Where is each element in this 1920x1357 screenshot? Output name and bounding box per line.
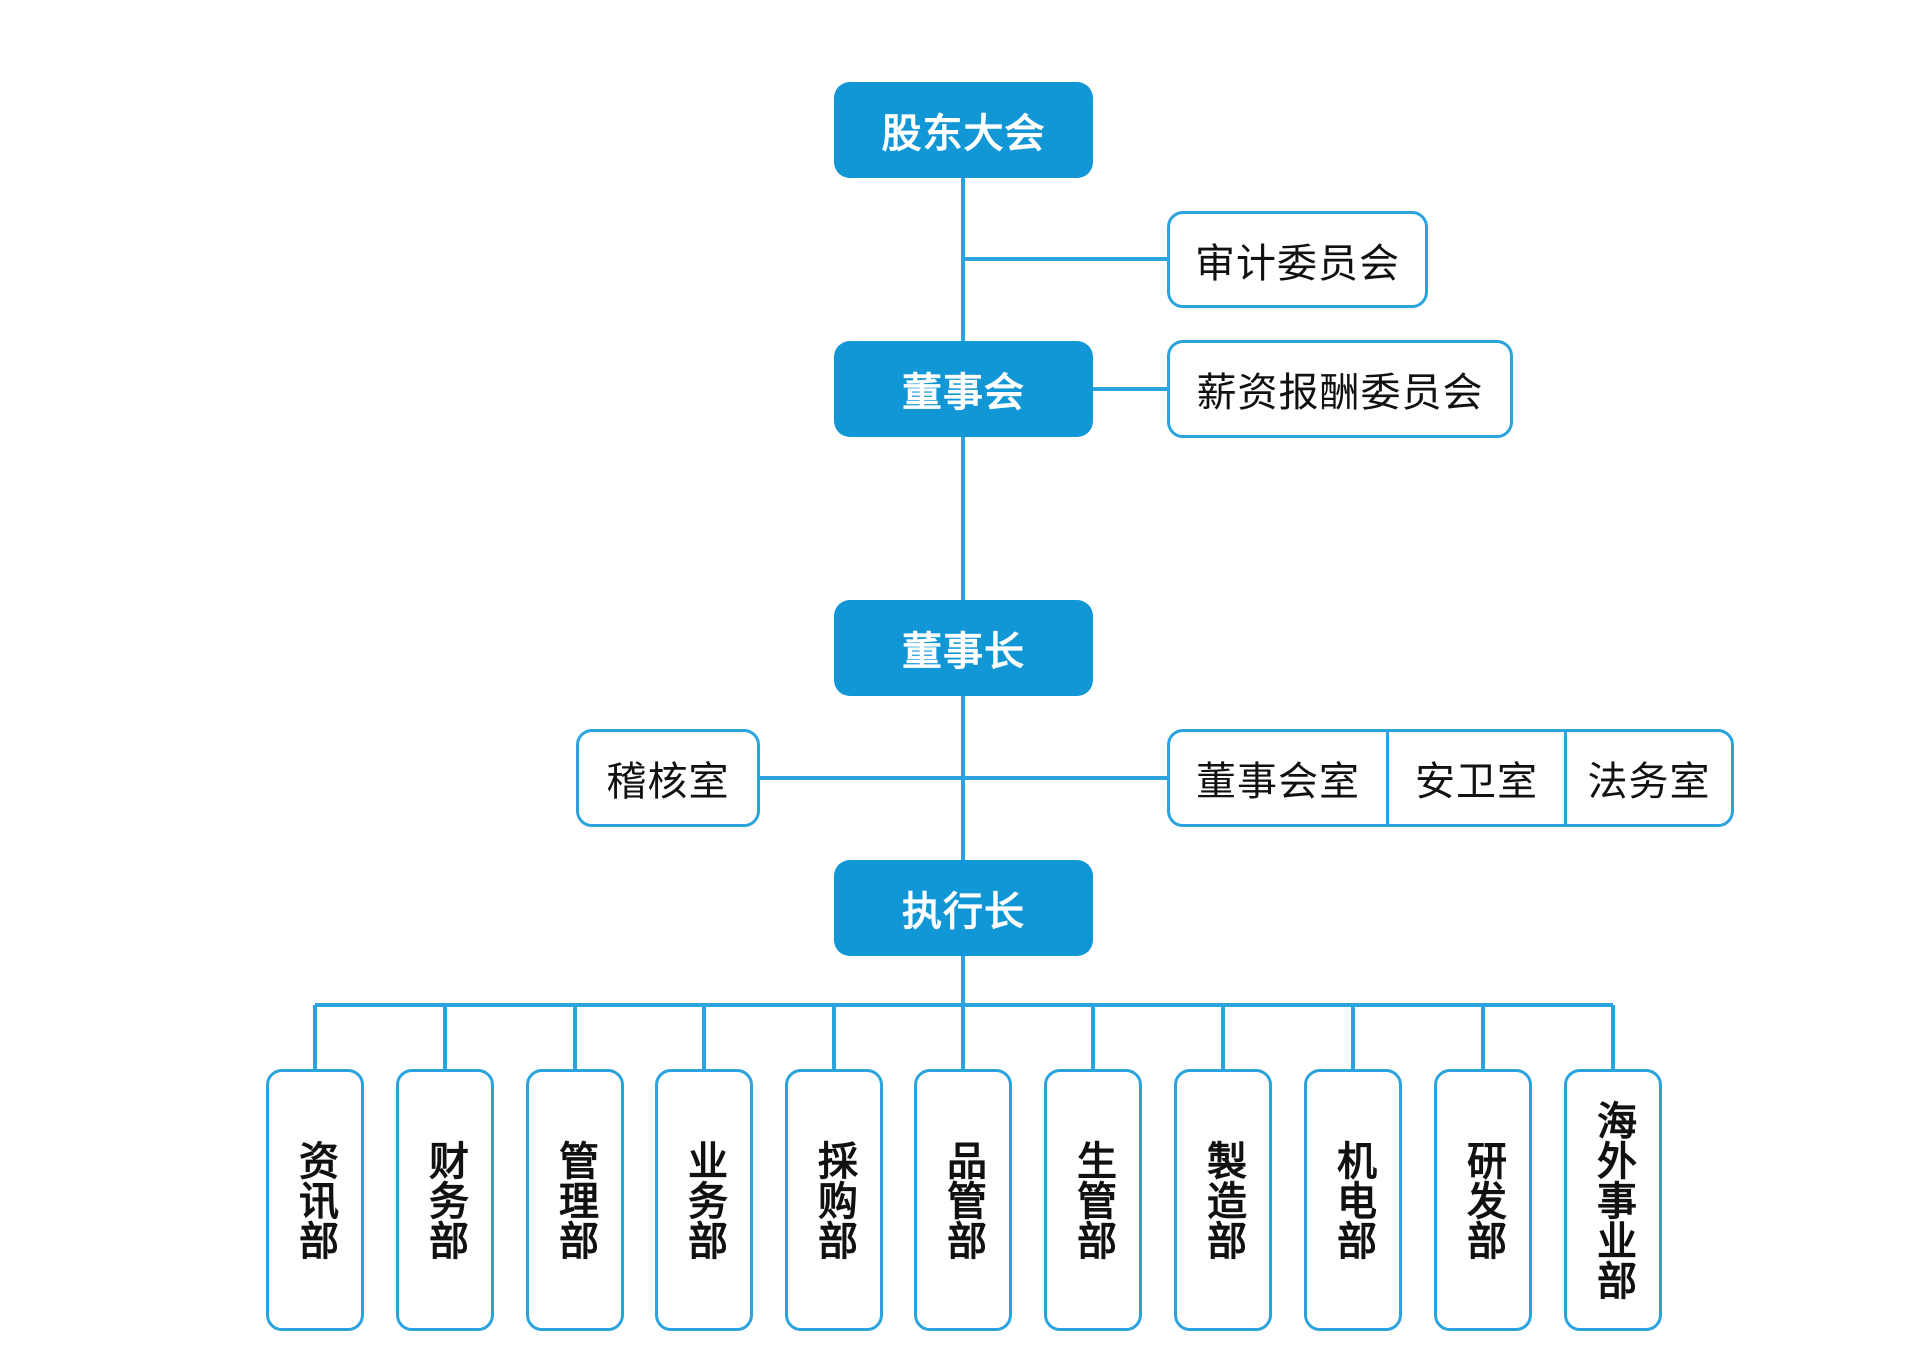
department-label: 品管部: [940, 1140, 986, 1260]
board-office-node: 董事会室: [1196, 759, 1360, 805]
department-box: 生管部: [1044, 1069, 1142, 1331]
compensation-committee-node: 薪资报酬委员会: [1167, 340, 1513, 438]
security-office-node: 安卫室: [1386, 732, 1564, 824]
department-box: 机电部: [1304, 1069, 1402, 1331]
department-label: 生管部: [1070, 1140, 1116, 1260]
department-box: 业务部: [655, 1069, 753, 1331]
department-label: 採购部: [811, 1140, 857, 1260]
department-box: 製造部: [1174, 1069, 1272, 1331]
ceo-node: 执行长: [834, 860, 1093, 956]
department-box: 研发部: [1434, 1069, 1532, 1331]
department-box: 採购部: [785, 1069, 883, 1331]
audit-office-node: 稽核室: [576, 729, 760, 827]
department-label: 研发部: [1460, 1140, 1506, 1260]
department-label: 机电部: [1330, 1140, 1376, 1260]
department-label: 财务部: [422, 1140, 468, 1260]
department-box: 财务部: [396, 1069, 494, 1331]
department-box: 海外事业部: [1564, 1069, 1662, 1331]
department-label: 海外事业部: [1590, 1100, 1636, 1300]
legal-office-node: 法务室: [1564, 732, 1731, 824]
department-box: 品管部: [914, 1069, 1012, 1331]
chairman-node: 董事长: [834, 600, 1093, 696]
department-label: 资讯部: [292, 1140, 338, 1260]
shareholders-meeting-node: 股东大会: [834, 82, 1093, 178]
department-label: 管理部: [552, 1140, 598, 1260]
board-offices-group: 董事会室 安卫室 法务室: [1167, 729, 1734, 827]
board-of-directors-node: 董事会: [834, 341, 1093, 437]
department-box: 资讯部: [266, 1069, 364, 1331]
audit-committee-node: 审计委员会: [1167, 211, 1428, 308]
department-box: 管理部: [526, 1069, 624, 1331]
department-label: 製造部: [1200, 1140, 1246, 1260]
department-label: 业务部: [681, 1140, 727, 1260]
